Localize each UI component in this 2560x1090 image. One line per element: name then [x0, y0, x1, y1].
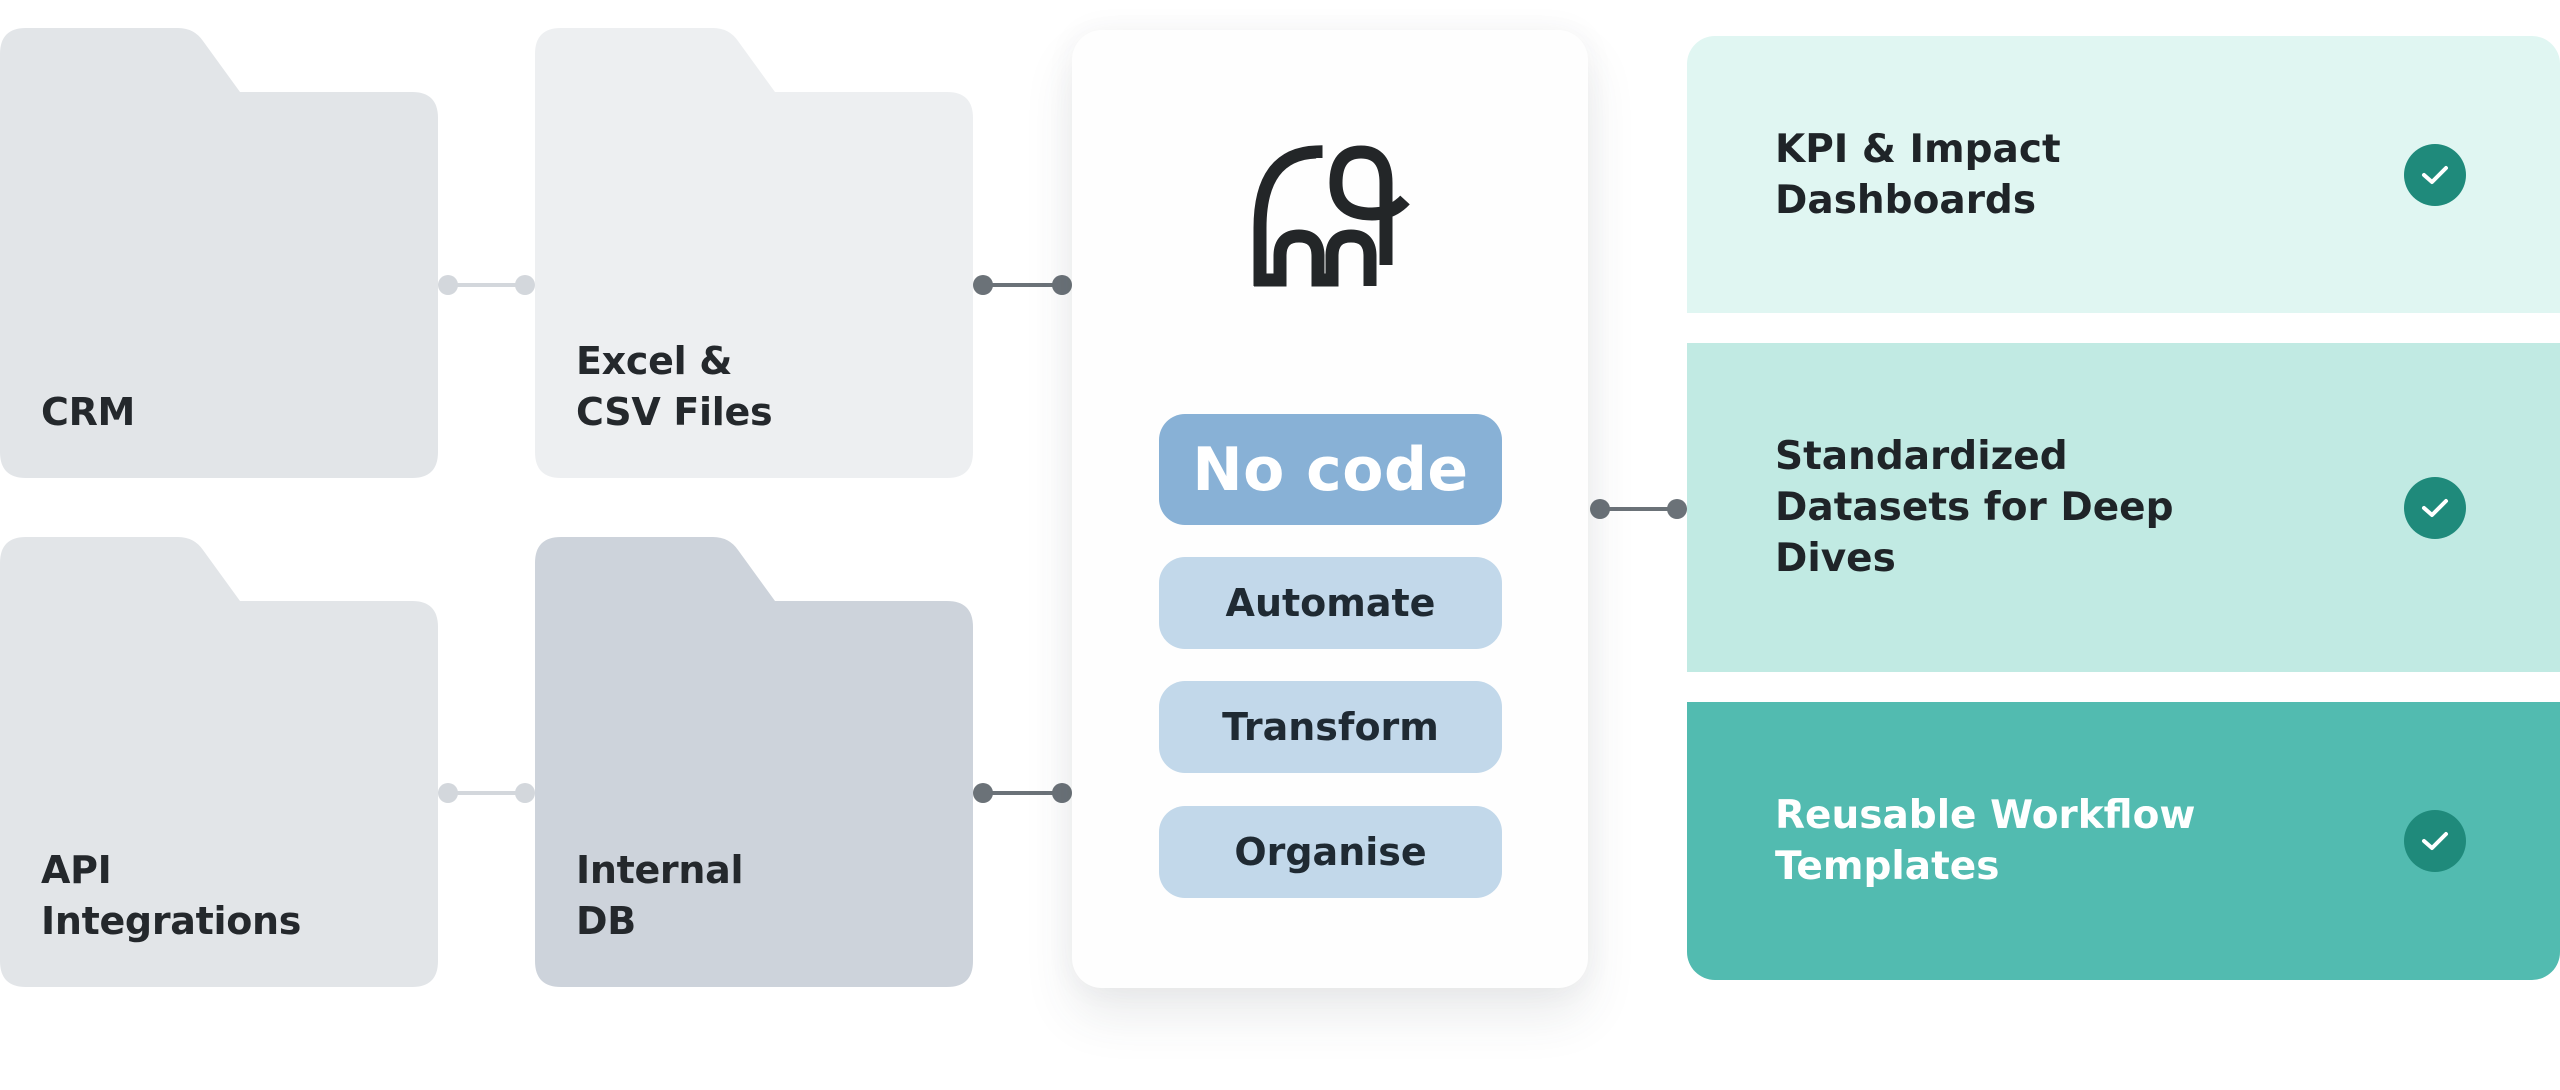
- connector-node: [1052, 275, 1072, 295]
- folder-icon: [535, 28, 973, 478]
- connector-crm-to-excel: [438, 273, 535, 297]
- connector-excel-to-platform: [973, 273, 1072, 297]
- connector-line: [448, 791, 525, 795]
- connector-node: [973, 783, 993, 803]
- elephant-logo-icon: [1253, 145, 1410, 287]
- connector-node: [515, 783, 535, 803]
- source-label: CRM: [41, 390, 136, 434]
- platform-card: No code Automate Transform Organise: [1072, 30, 1588, 988]
- check-circle-icon: [2404, 476, 2466, 539]
- source-folder-excel-csv[interactable]: Excel & CSV Files: [535, 28, 973, 478]
- connector-line: [1600, 507, 1677, 511]
- connector-line: [448, 283, 525, 287]
- check-circle-icon: [2404, 810, 2466, 872]
- connector-db-to-platform: [973, 781, 1072, 805]
- step-automate[interactable]: Automate: [1159, 557, 1502, 649]
- source-folder-api[interactable]: API Integrations: [0, 537, 438, 987]
- output-label: Reusable Workflow Templates: [1775, 793, 2196, 889]
- no-code-badge: No code: [1159, 414, 1502, 525]
- connector-node: [515, 275, 535, 295]
- output-label: Standardized Datasets for Deep Dives: [1775, 434, 2174, 581]
- output-card-reusable-templates[interactable]: Reusable Workflow Templates: [1687, 702, 2560, 980]
- connector-line: [983, 283, 1062, 287]
- connector-node: [1590, 499, 1610, 519]
- connector-node: [973, 275, 993, 295]
- folder-icon: [0, 537, 438, 987]
- folder-icon: [535, 537, 973, 987]
- step-organise[interactable]: Organise: [1159, 806, 1502, 898]
- source-label: Excel & CSV Files: [576, 339, 773, 434]
- step-transform[interactable]: Transform: [1159, 681, 1502, 773]
- connector-api-to-db: [438, 781, 535, 805]
- output-label: KPI & Impact Dashboards: [1775, 126, 2061, 223]
- source-folder-crm[interactable]: CRM: [0, 28, 438, 478]
- connector-node: [438, 783, 458, 803]
- connector-platform-to-outputs: [1590, 497, 1687, 521]
- connector-line: [983, 791, 1062, 795]
- check-circle-icon: [2404, 143, 2466, 206]
- source-folder-internal-db[interactable]: Internal DB: [535, 537, 973, 987]
- output-card-kpi-dashboards[interactable]: KPI & Impact Dashboards: [1687, 36, 2560, 313]
- folder-icon: [0, 28, 438, 478]
- source-label: Internal DB: [576, 848, 744, 943]
- connector-node: [1052, 783, 1072, 803]
- connector-node: [438, 275, 458, 295]
- source-label: API Integrations: [41, 848, 302, 943]
- output-card-standardized-datasets[interactable]: Standardized Datasets for Deep Dives: [1687, 343, 2560, 672]
- connector-node: [1667, 499, 1687, 519]
